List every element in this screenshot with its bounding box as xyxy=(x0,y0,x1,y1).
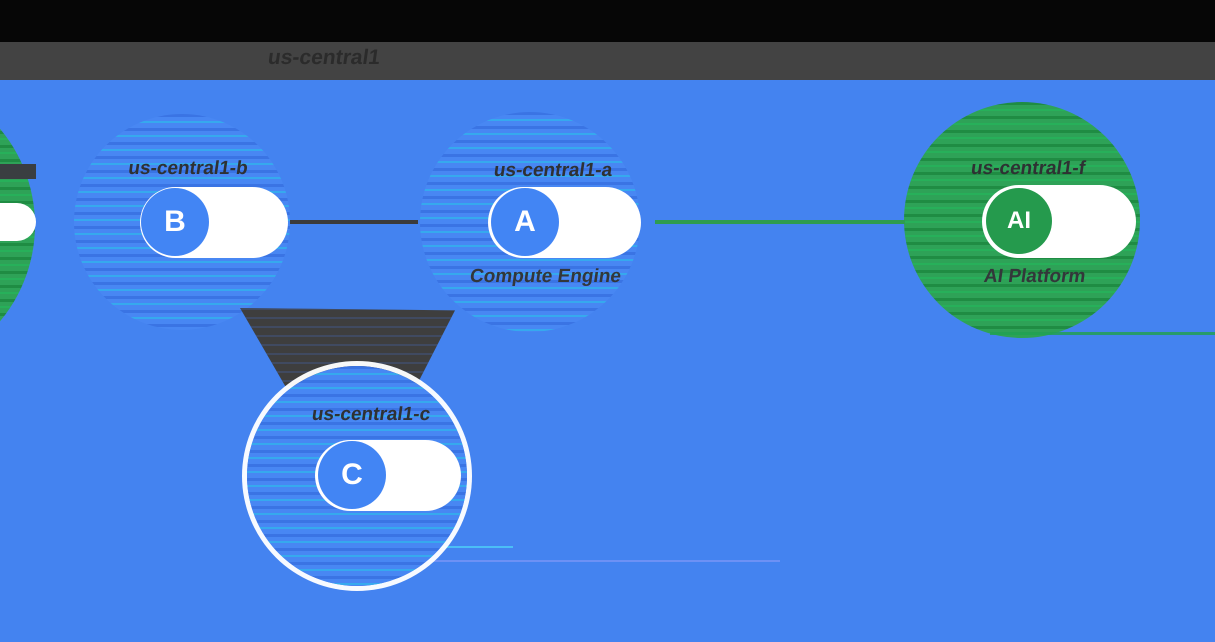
top-black-band xyxy=(0,0,1215,42)
zone-label-b: us-central1-b xyxy=(126,158,250,179)
node-ai: AI xyxy=(986,188,1052,254)
render-artifact-stripe xyxy=(340,560,780,562)
region-header-bar xyxy=(0,42,1215,80)
zone-label-c: us-central1-c xyxy=(310,404,432,425)
sub-label-ai: AI Platform xyxy=(982,266,1087,287)
node-a: A xyxy=(491,188,559,256)
zone-capsule-offscreen xyxy=(0,203,36,241)
zone-label-a: us-central1-a xyxy=(492,160,614,181)
render-artifact-stripe xyxy=(990,332,1215,335)
zone-label-ai: us-central1-f xyxy=(969,158,1087,179)
connector-a-to-ai xyxy=(655,220,905,224)
sub-label-a: Compute Engine xyxy=(468,266,623,287)
region-title: us-central1 xyxy=(266,46,382,69)
connector-b-to-a xyxy=(290,220,418,224)
zone-label-fragment-offscreen xyxy=(0,164,36,179)
node-b: B xyxy=(141,188,209,256)
node-c: C xyxy=(318,441,386,509)
